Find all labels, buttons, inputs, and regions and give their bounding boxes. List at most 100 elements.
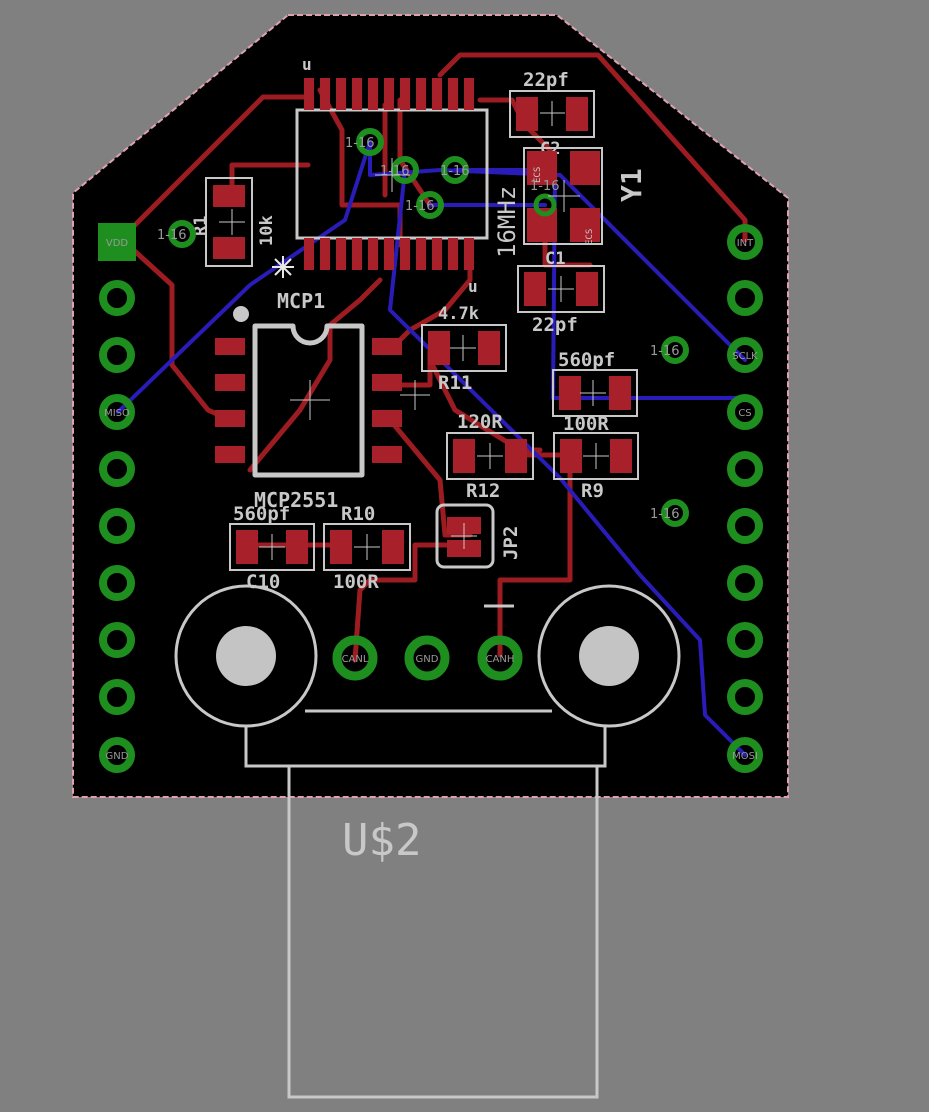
left-pad-8[interactable]: [99, 622, 135, 658]
mcp2515-u-top: u: [302, 55, 312, 74]
left-pin-10-label: GND: [106, 751, 129, 762]
right-pad-3[interactable]: [727, 337, 763, 373]
c9-capacitor[interactable]: 560pf: [552, 349, 638, 417]
right-pad-8[interactable]: [727, 622, 763, 658]
r12-pad-left: [453, 439, 475, 473]
r9-outline: [553, 432, 639, 480]
r12-resistor[interactable]: 120R R12: [446, 411, 534, 502]
pin1-marker: [233, 306, 249, 322]
canh-pad[interactable]: [477, 635, 523, 681]
y1-value: 16MHz: [493, 186, 521, 258]
c10-outline: [229, 523, 315, 571]
right-pad-10[interactable]: [727, 737, 763, 773]
jp2-outline: [435, 503, 495, 569]
c2-pad-left: [516, 97, 538, 131]
mcp2515-chip[interactable]: u u: [295, 55, 489, 296]
left-pad-1[interactable]: [98, 223, 136, 261]
via-6[interactable]: [661, 336, 689, 364]
via-7[interactable]: [661, 499, 689, 527]
c1-pad-left: [524, 272, 546, 306]
r10-pad-right: [382, 530, 404, 564]
r1-value: 10k: [257, 215, 277, 246]
left-pad-2[interactable]: [99, 280, 135, 316]
r10-value: 100R: [333, 571, 379, 593]
left-pad-4[interactable]: [99, 394, 135, 430]
c9-outline: [552, 369, 638, 417]
right-header: INT SCLK CS MOSI: [727, 224, 763, 773]
jp2-label: JP2: [500, 526, 522, 560]
via-3[interactable]: [391, 156, 419, 184]
c1-capacitor[interactable]: C1 22pf: [517, 249, 605, 336]
r9-label: R9: [581, 480, 604, 502]
via-8-label: 1-16: [530, 179, 560, 194]
r11-pad-right: [478, 331, 500, 365]
right-pad-1[interactable]: [727, 224, 763, 260]
vias: 1-16 1-16 1-16 1-16 1-16 1-16 1-16 1-16: [157, 128, 689, 527]
via-1-label: 1-16: [157, 228, 187, 243]
c1-outline: [517, 265, 605, 313]
left-header: VDD MISO GND: [98, 223, 136, 773]
via-8[interactable]: [533, 193, 557, 217]
canl-label: CANL: [342, 654, 369, 665]
c2-outline: [509, 90, 595, 138]
right-pad-4[interactable]: [727, 394, 763, 430]
mcp2551-chip[interactable]: MCP2551: [215, 306, 402, 512]
right-pad-2[interactable]: [727, 280, 763, 316]
r1-label: R1: [191, 216, 211, 236]
gnd-label: GND: [416, 654, 439, 665]
left-pad-3[interactable]: [99, 337, 135, 373]
via-1[interactable]: [168, 220, 196, 248]
via-5[interactable]: [416, 191, 444, 219]
right-pad-5[interactable]: [727, 451, 763, 487]
connector-plug-outline: [287, 766, 599, 1099]
c10-label: C10: [246, 571, 280, 593]
r9-value: 100R: [563, 413, 609, 435]
right-pin-3-label: SCLK: [732, 351, 758, 362]
r11-resistor[interactable]: 4.7k R11: [421, 304, 507, 394]
us2-label: U$2: [342, 815, 421, 866]
c9-value: 560pf: [558, 349, 615, 371]
right-pin-10-label: MOSI: [732, 751, 758, 762]
jp2-jumper[interactable]: JP2: [435, 503, 522, 569]
mcp2551-pads: [215, 338, 402, 463]
r1-resistor[interactable]: R1 10k: [191, 177, 277, 267]
can-connector[interactable]: CANL GND CANH U$2: [174, 584, 681, 1099]
right-pad-6[interactable]: [727, 508, 763, 544]
canl-pad[interactable]: [332, 635, 378, 681]
mount-hole-left[interactable]: [216, 626, 276, 686]
y1-outline: [523, 147, 603, 245]
origin-crosses: [219, 101, 609, 560]
left-pad-6[interactable]: [99, 508, 135, 544]
left-pin-4-label: MISO: [104, 408, 130, 419]
y1-crystal[interactable]: ECS ECS Y1 16MHz: [493, 147, 648, 258]
r9-resistor[interactable]: 100R R9: [553, 413, 639, 502]
left-pad-9[interactable]: [99, 679, 135, 715]
r1-outline: [205, 177, 253, 267]
mcp2551-body-outline: [252, 323, 365, 478]
fiducial-star-icon: [272, 256, 294, 278]
c10-value: 560pf: [233, 503, 290, 525]
right-pad-9[interactable]: [727, 679, 763, 715]
c2-value: 22pf: [523, 69, 569, 91]
y1-pad-label-a: ECS: [533, 167, 543, 183]
r11-value: 4.7k: [438, 304, 479, 324]
c1-value: 22pf: [532, 314, 578, 336]
right-pin-4-label: CS: [738, 408, 751, 419]
r10-resistor[interactable]: R10 100R: [323, 503, 411, 593]
c1-label: C1: [545, 249, 565, 269]
right-pad-7[interactable]: [727, 565, 763, 601]
via-4[interactable]: [441, 156, 469, 184]
gnd-pad[interactable]: [404, 635, 450, 681]
y1-pad-1: [527, 151, 557, 185]
r1-pad-bottom: [213, 237, 245, 259]
left-pad-5[interactable]: [99, 451, 135, 487]
r11-label: R11: [438, 372, 472, 394]
r12-label: R12: [466, 480, 500, 502]
mount-hole-right-ring: [537, 584, 681, 728]
via-2[interactable]: [356, 128, 384, 156]
c9-pad-right: [609, 376, 631, 410]
left-pad-10[interactable]: [99, 737, 135, 773]
left-pad-7[interactable]: [99, 565, 135, 601]
mount-hole-right[interactable]: [579, 626, 639, 686]
